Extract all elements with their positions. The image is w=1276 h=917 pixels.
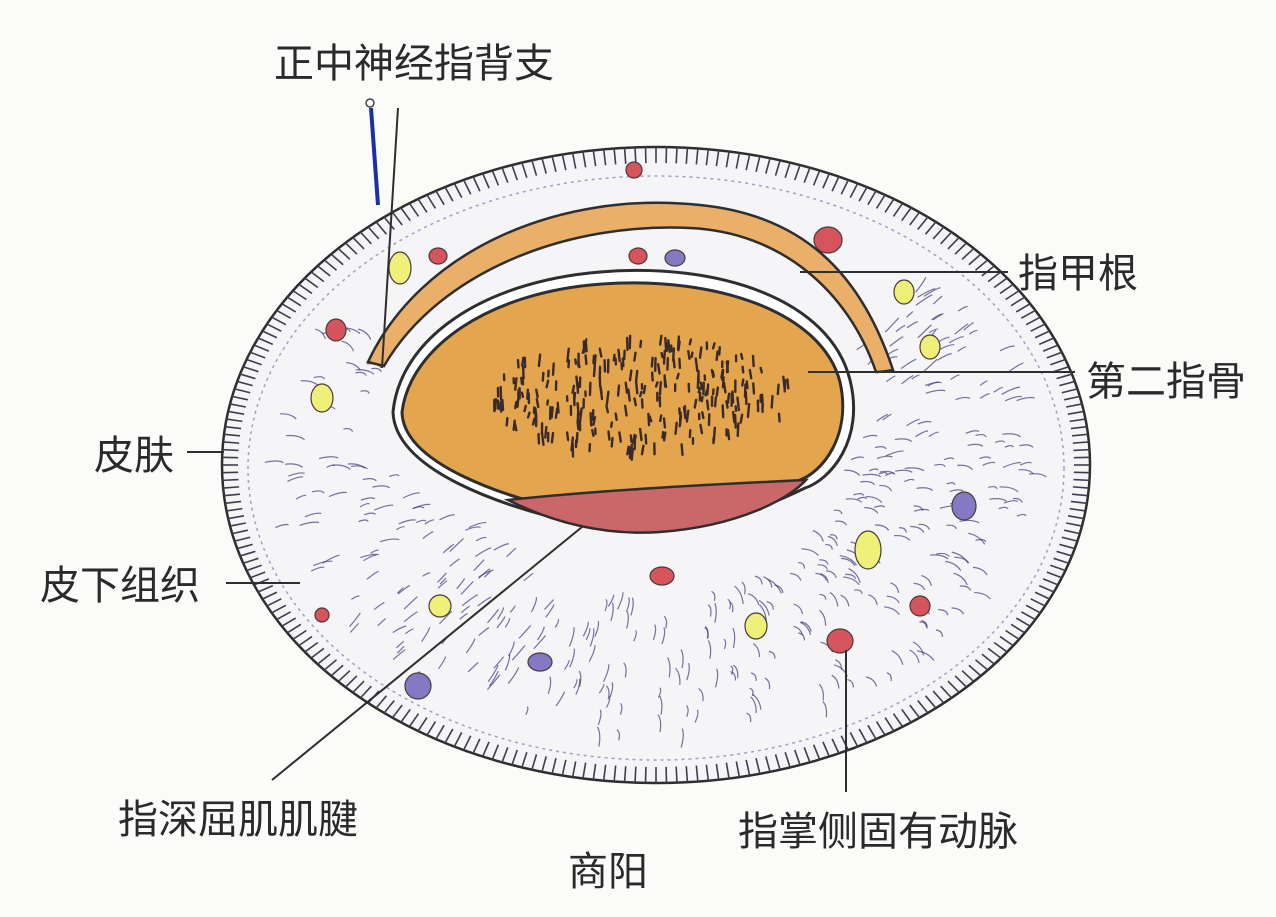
label-tendon: 指深屈肌肌腱 xyxy=(118,797,358,843)
acupuncture-needle xyxy=(369,107,380,206)
label-skin: 皮肤 xyxy=(94,433,174,479)
leader-tendon xyxy=(271,526,583,781)
label-artery: 指掌侧固有动脉 xyxy=(738,809,1018,855)
needle-head xyxy=(365,98,375,108)
subcutaneous-fibers xyxy=(264,277,1047,748)
label-subcutaneous: 皮下组织 xyxy=(40,563,200,609)
marrow-texture xyxy=(493,334,790,461)
skin-ticks xyxy=(222,147,1090,783)
leader-nerve xyxy=(381,107,399,369)
dermis-line xyxy=(247,175,1065,761)
label-nail-root: 指甲根 xyxy=(1018,251,1138,297)
label-nerve: 正中神经指背支 xyxy=(274,41,554,87)
label-second-phalanx: 第二指骨 xyxy=(1086,359,1246,405)
label-acupoint-shangyang: 商阳 xyxy=(568,849,648,895)
vessels-and-nerves xyxy=(310,161,977,700)
flexor-tendon xyxy=(503,478,809,534)
